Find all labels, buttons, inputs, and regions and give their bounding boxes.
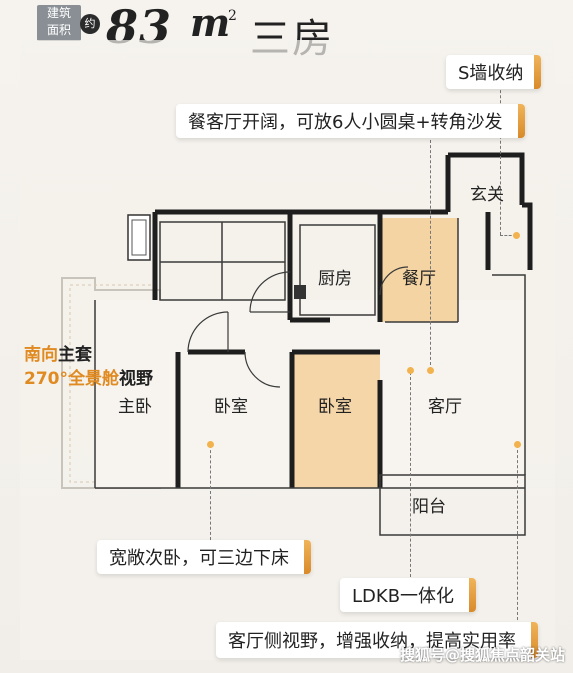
callout-ldkb-text: LDKB一体化 (352, 586, 455, 607)
watermark: 搜狐号@搜狐焦点韶关站 (399, 646, 565, 664)
master-note-panorama: 270°全景舱 (24, 369, 119, 389)
approx-badge: 约 (80, 14, 100, 34)
room-label-bedroom2: 卧室 (318, 397, 352, 417)
callout-dining-living-text: 餐客厅开阔，可放6人小圆桌+转角沙发 (188, 112, 503, 133)
badge-line2: 面积 (46, 23, 71, 37)
callout-bedroom-text: 宽敞次卧，可三边下床 (109, 548, 289, 569)
marker-dining (427, 367, 434, 374)
room-label-master: 主卧 (118, 397, 152, 417)
marker-living-side (514, 441, 521, 448)
room-label-foyer: 玄关 (470, 185, 504, 205)
master-note-line1: 南向主套 (24, 340, 92, 365)
walls (152, 152, 533, 488)
callout-dining-living: 餐客厅开阔，可放6人小圆桌+转角沙发 (176, 104, 525, 138)
connector-ldkb (410, 372, 411, 577)
stove (294, 285, 306, 299)
area-badge: 建筑 面积 (37, 5, 81, 41)
door-swings (187, 266, 409, 388)
callout-living-side: 客厅侧视野，增强收纳，提高实用率 (216, 622, 538, 658)
area-unit-superscript: 2 (228, 8, 237, 24)
master-note-line2: 270°全景舱视野 (24, 364, 153, 389)
callout-living-side-text: 客厅侧视野，增强收纳，提高实用率 (228, 631, 516, 652)
room-label-dining: 餐厅 (402, 269, 436, 289)
bedroom-highlight (292, 352, 380, 488)
master-note-suite: 主套 (58, 345, 92, 365)
callout-s-wall: S墙收纳 (446, 55, 542, 89)
room-label-balcony: 阳台 (412, 497, 446, 517)
connector-s-wall-h (500, 235, 516, 236)
connector-dining (430, 135, 431, 370)
marker-s-wall (513, 232, 520, 239)
master-note-view: 视野 (119, 369, 153, 389)
room-label-bedroom1: 卧室 (214, 397, 248, 417)
side-unit-inner (131, 219, 147, 256)
marker-bedroom (207, 441, 214, 448)
thin-walls (94, 218, 526, 536)
callout-ldkb: LDKB一体化 (340, 578, 477, 612)
connector-living-side (517, 445, 518, 620)
room-label-kitchen: 厨房 (318, 269, 352, 289)
marker-ldkb (407, 367, 414, 374)
area-unit: m (190, 0, 231, 45)
room-label-living: 客厅 (428, 397, 462, 417)
dining-highlight (381, 218, 458, 322)
side-unit (127, 214, 151, 261)
callout-bedroom: 宽敞次卧，可三边下床 (97, 540, 311, 574)
master-note-south: 南向 (24, 345, 58, 365)
connector-bedroom (210, 445, 211, 540)
connector-s-wall (500, 80, 501, 235)
callout-s-wall-text: S墙收纳 (458, 63, 524, 84)
badge-line1: 建筑 (46, 6, 71, 20)
